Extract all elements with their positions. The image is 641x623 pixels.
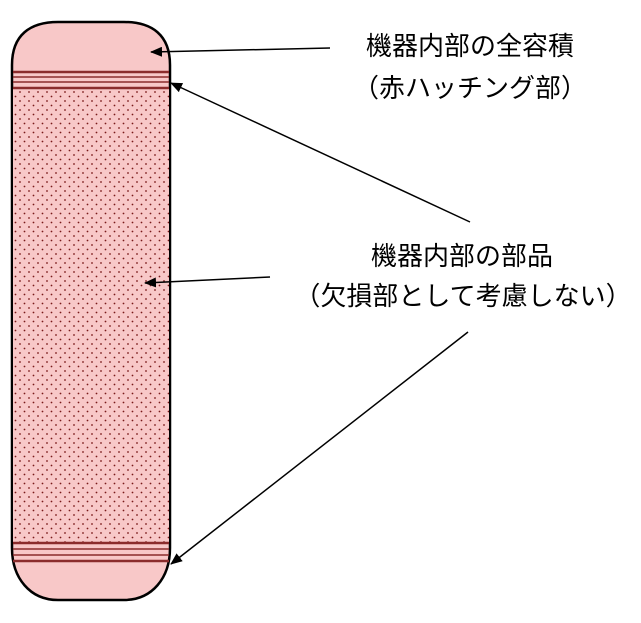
arrow-parts-bottom [170,331,469,565]
internal-parts-note: （欠損部として考慮しない） [294,282,632,312]
total-volume-label: 機器内部の全容積 [365,32,574,62]
bottom-band [13,541,169,563]
internal-parts-region [13,88,169,543]
arrow-parts-middle [144,276,271,288]
total-volume-note: （赤ハッチング部） [352,74,587,104]
arrow-total-volume [150,46,331,57]
internal-parts-label: 機器内部の部品 [370,242,553,272]
arrow-parts-top [170,82,471,223]
top-band [13,70,169,90]
